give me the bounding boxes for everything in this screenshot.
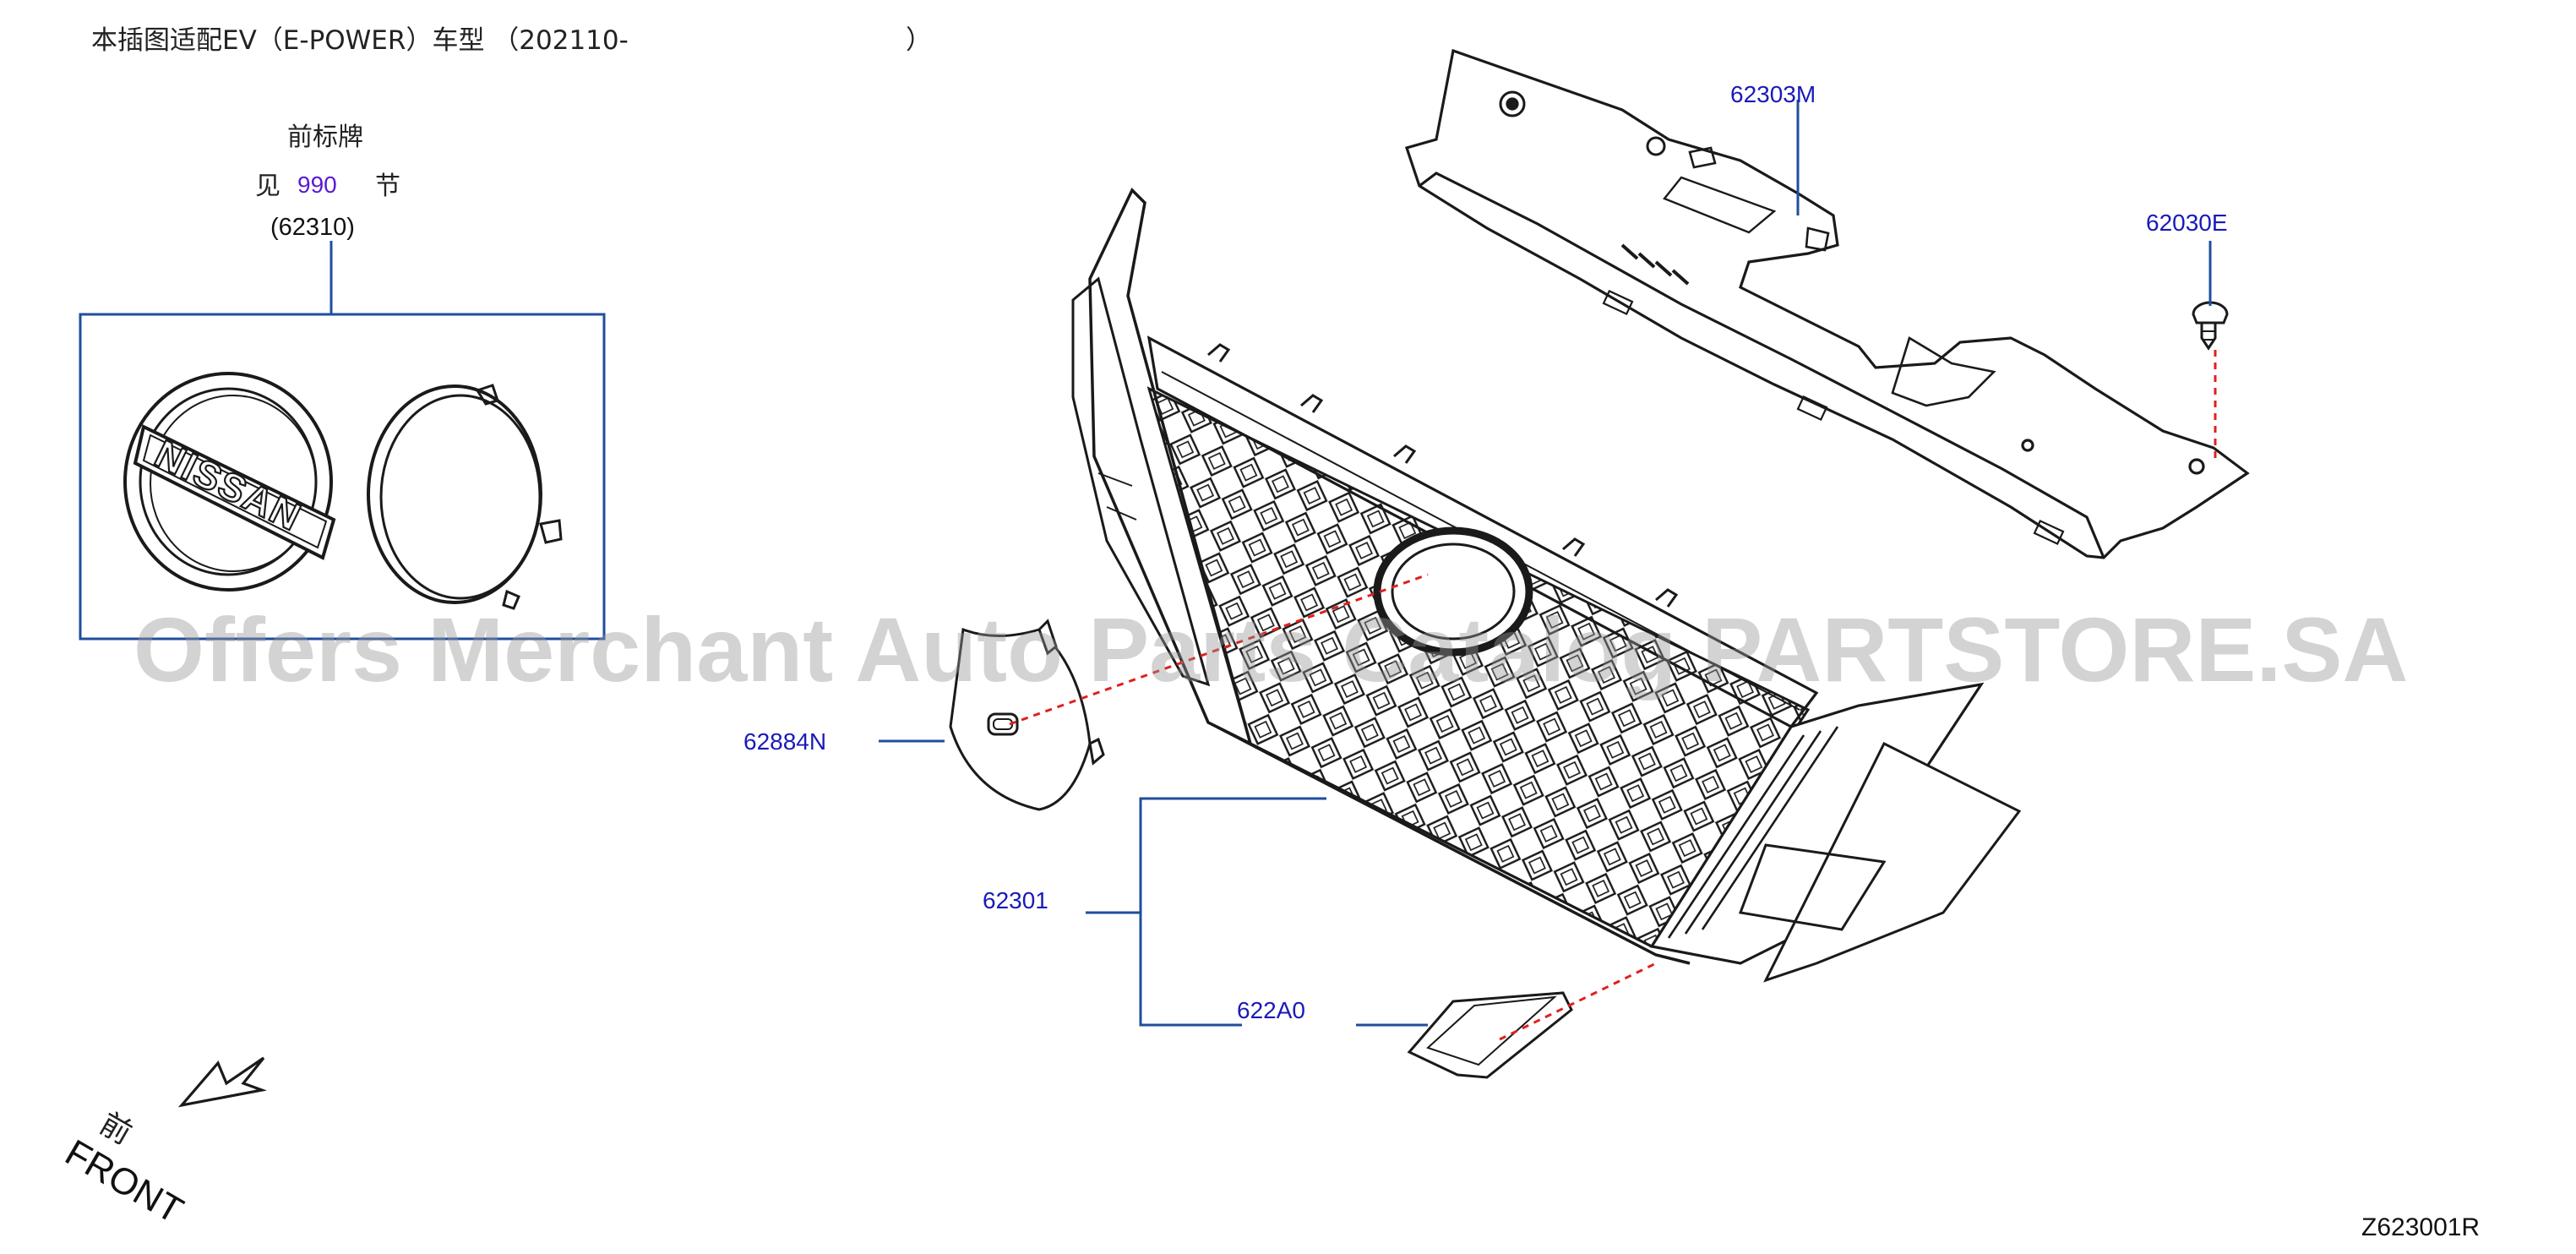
upper-radiator-cover-icon: [1404, 48, 2250, 559]
bumper-garnish-icon: [1407, 991, 1573, 1079]
nissan-emblem-icon: [123, 372, 336, 592]
emblem-base-icon: [949, 619, 1105, 811]
leader-lines: [879, 100, 2212, 1027]
emblem-callout-title: 前标牌: [287, 123, 363, 152]
emblem-logo-text: NISSAN: [149, 431, 309, 539]
section-990-link[interactable]: 990: [297, 172, 337, 198]
part-label-62303M[interactable]: 62303M: [1730, 81, 1816, 107]
applicability-note: 本插图适配EV（E-POWER）车型 （202110-: [91, 25, 629, 56]
part-label-62884N[interactable]: 62884N: [743, 728, 827, 755]
watermark: Offers Merchant Auto Parts Catalog PARTS…: [133, 598, 2409, 701]
hidden-lines: [1009, 350, 2217, 1041]
drawing-number: Z623001R: [2361, 1213, 2481, 1241]
front-arrow-icon: [177, 1056, 268, 1108]
emblem-part-ref: (62310): [270, 214, 355, 241]
retainer-clip-icon: [2192, 301, 2229, 351]
part-label-62301[interactable]: 62301: [983, 887, 1048, 913]
part-label-622A0[interactable]: 622A0: [1237, 997, 1305, 1023]
front-grille-icon: [1071, 188, 2022, 983]
emblem-ring-icon: [367, 384, 563, 610]
part-label-62030E[interactable]: 62030E: [2146, 210, 2228, 236]
emblem-see-prefix: 见: [255, 172, 280, 201]
emblem-callout-box: [79, 241, 606, 641]
emblem-see-suffix: 节: [375, 172, 400, 201]
applicability-note-close: ）: [906, 25, 932, 56]
